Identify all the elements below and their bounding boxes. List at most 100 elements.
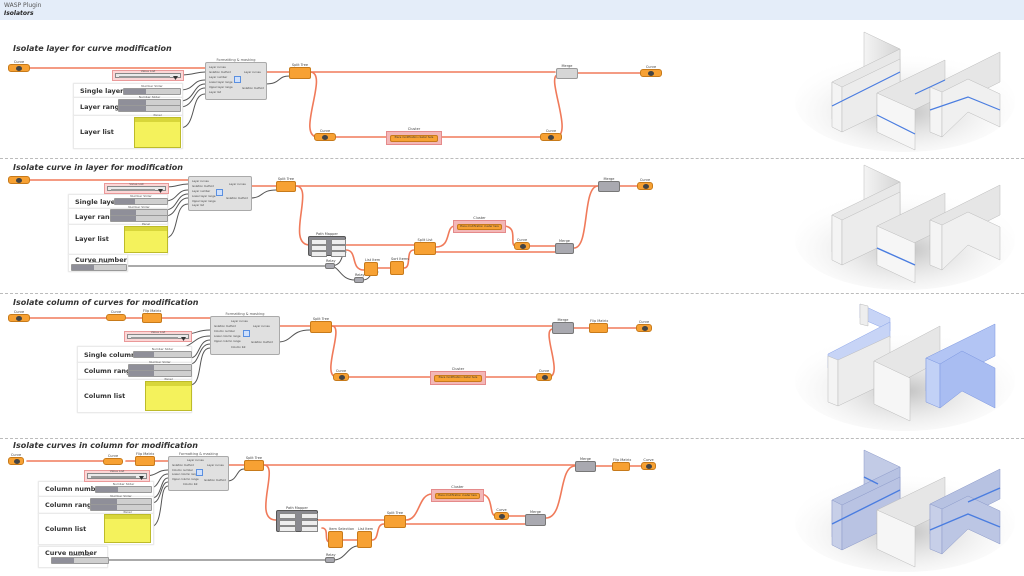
formatting-masking-node[interactable]: Formatting & masking Layer curves Isolat… [205, 58, 267, 100]
dropdown-arrow-icon[interactable] [139, 476, 144, 480]
curve-node[interactable]: Curve [514, 238, 530, 250]
layer-curves-node[interactable]: Curve [106, 310, 126, 321]
curve-icon [648, 71, 654, 76]
curve-output-node[interactable]: Curve [636, 320, 652, 332]
render-isolate-layer [795, 31, 1015, 152]
wire [405, 493, 433, 521]
wall [831, 214, 843, 266]
curve-node[interactable]: Curve [540, 129, 562, 141]
merge-node[interactable]: Merge [575, 457, 596, 472]
column-number-slider[interactable]: Number Slider [95, 482, 152, 493]
list-item-node[interactable]: List Item [357, 527, 373, 548]
value-list[interactable]: Value ListSingle layer [107, 182, 166, 193]
column-range-slider-upper[interactable] [128, 370, 192, 377]
single-column-slider[interactable]: Number Slider [133, 347, 192, 358]
curve-number-slider[interactable]: Number Slider [51, 553, 109, 564]
wire [226, 468, 245, 482]
split-tree-node[interactable]: Split Tree [276, 177, 296, 192]
wire [189, 339, 211, 359]
wall [831, 499, 843, 551]
merge-node[interactable]: Merge [525, 510, 546, 526]
curve-input-node[interactable] [8, 176, 30, 184]
item-selection-node[interactable]: Item Selection [328, 527, 354, 548]
render-isolate-column [795, 303, 1015, 431]
curve-node[interactable]: Curve [314, 129, 336, 141]
relay-node[interactable]: Relay [325, 553, 336, 563]
wire [179, 87, 206, 108]
merge-node[interactable]: Merge [555, 239, 574, 254]
curve-icon [646, 464, 652, 469]
formatting-masking-node[interactable]: Layer curves Isolation method Layer numb… [188, 176, 252, 211]
wall [831, 81, 843, 133]
wire [179, 79, 206, 91]
split-tree-node[interactable]: Split Tree [289, 63, 311, 79]
curve-input-node[interactable]: Curve [8, 310, 30, 322]
column-range-slider-upper[interactable] [90, 504, 152, 511]
formatting-masking-node[interactable]: Formatting & masking Layer curves Isolat… [168, 452, 229, 491]
curve-output-node[interactable]: Curve [637, 178, 653, 190]
layer-list-panel[interactable]: Panel [124, 222, 168, 253]
dropdown-arrow-icon[interactable] [173, 76, 178, 80]
list-item-node[interactable]: List Item [364, 258, 380, 276]
wire [545, 465, 576, 519]
relay-node[interactable]: Relay [354, 273, 365, 283]
merge-node[interactable]: Merge [556, 64, 578, 79]
wire [309, 71, 319, 138]
curve-output-node[interactable]: Curve [641, 458, 656, 470]
split-list-node[interactable]: Split List [414, 238, 436, 255]
column-list-panel[interactable]: Panel [104, 510, 151, 543]
wall [941, 78, 1001, 138]
merge-node[interactable]: Merge [598, 177, 620, 192]
curve-output-node[interactable]: Curve [640, 65, 662, 77]
column-list-panel[interactable]: Panel [145, 377, 192, 411]
highlight-curve [929, 96, 1001, 111]
path-mapper-node[interactable]: Path Mapper [276, 506, 318, 532]
value-list[interactable]: Value ListSingle layer [87, 469, 147, 480]
flip-matrix-node[interactable]: Flip Matrix [589, 319, 608, 333]
highlight-curve [967, 487, 1001, 503]
value-list-wrapper: Value ListSingle layer [84, 469, 150, 482]
curve-number-slider[interactable]: Number Slider [71, 260, 127, 271]
curve-input-node[interactable]: Curve [8, 453, 24, 465]
curve-icon [520, 244, 526, 249]
flip-matrix-node[interactable]: Flip Matrix [612, 458, 631, 471]
single-layer-slider[interactable]: Number Slider [123, 84, 181, 95]
curve-input-node[interactable]: Curve [8, 60, 30, 72]
layer-list-panel[interactable]: Panel [134, 113, 181, 148]
flip-matrix-node[interactable]: Flip Matrix [135, 452, 155, 466]
value-list[interactable]: Value ListSingle layer [127, 330, 189, 341]
split-tree-node[interactable]: Split Tree [310, 317, 332, 333]
relay-node[interactable]: Relay [325, 259, 336, 269]
merge-node[interactable]: Merge [552, 318, 574, 334]
value-list[interactable]: Value List Single Layer [115, 69, 181, 80]
single-layer-slider[interactable]: Number Slider [114, 194, 168, 205]
wire [179, 93, 206, 129]
curve-node[interactable]: Curve [536, 369, 552, 381]
dropdown-arrow-icon[interactable] [158, 189, 163, 193]
formatting-masking-node[interactable]: Formatting & masking Layer curves Isolat… [210, 312, 280, 355]
path-mapper-node[interactable]: Path Mapper [308, 232, 346, 257]
split-tree-node[interactable]: Split Tree [384, 511, 406, 528]
wall [925, 357, 941, 409]
sort-items-node[interactable]: Sort Items [390, 257, 409, 275]
curve-icon [16, 178, 22, 183]
split-tree-node[interactable]: Split Tree [244, 456, 264, 471]
wire [263, 464, 277, 521]
curve-node[interactable]: Curve [333, 369, 349, 381]
layer-range-slider-upper[interactable] [118, 105, 181, 112]
highlight-curve [914, 79, 946, 95]
layer-curves-node[interactable]: Curve [103, 454, 123, 465]
layer-range-slider-upper[interactable] [110, 215, 168, 222]
value-list-wrapper: Value ListSingle layer [124, 330, 192, 342]
plugin-name: WASP Plugin [4, 2, 42, 9]
dropdown-arrow-icon[interactable] [181, 337, 186, 341]
wire [371, 523, 385, 541]
flip-matrix-node[interactable]: Flip Matrix [142, 309, 162, 323]
wall [941, 495, 1001, 555]
curve-node[interactable]: Curve [494, 508, 509, 520]
